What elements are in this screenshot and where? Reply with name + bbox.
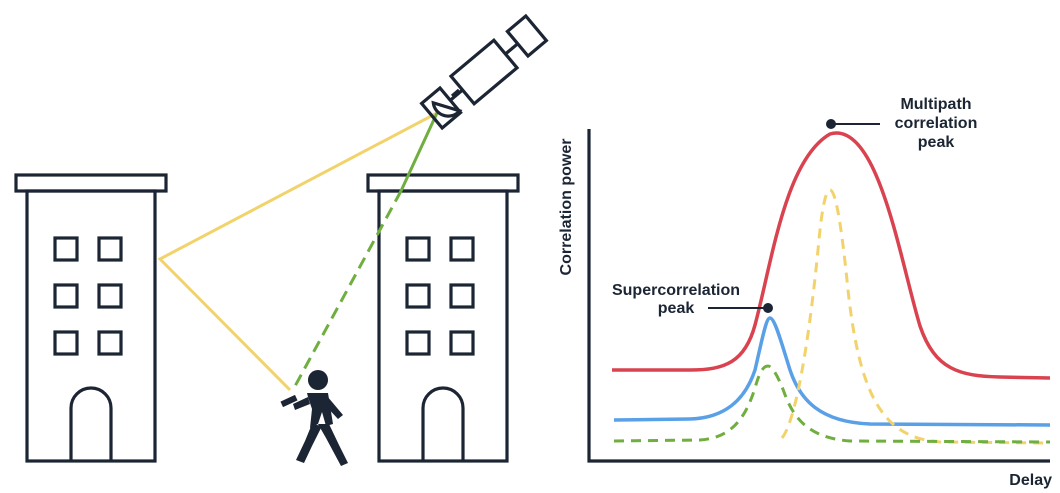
right-building-windows	[405, 236, 475, 356]
supercorrelation-peak-label-line1: Supercorrelation	[612, 282, 740, 299]
correlation-chart: Multipath correlation peak Supercorrelat…	[558, 96, 1052, 489]
yellow-dashed-curve	[780, 188, 1051, 445]
right-building-icon	[366, 173, 520, 463]
right-building-door	[421, 386, 465, 461]
multipath-correlation-curve	[612, 131, 1051, 380]
multipath-peak-marker	[826, 119, 880, 129]
supercorrelation-peak-label-line2: peak	[658, 300, 695, 317]
y-axis-label: Correlation power	[558, 139, 575, 276]
pedestrian-icon	[280, 370, 348, 466]
satellite-icon	[419, 13, 549, 131]
chart-axes	[587, 129, 1050, 463]
supercorrelation-curve	[613, 316, 1051, 427]
green-dashed-curve	[613, 364, 1051, 444]
direct-signal-path-solid	[399, 112, 439, 192]
direct-signal-path-blocked	[292, 190, 403, 389]
multipath-peak-label-line2: correlation	[895, 115, 978, 132]
left-building-icon	[14, 173, 168, 463]
reflected-signal-path	[157, 111, 438, 392]
left-building-door	[69, 386, 113, 461]
supercorrelation-peak-marker	[708, 303, 773, 313]
multipath-peak-label-line1: Multipath	[900, 96, 971, 113]
signal-paths	[157, 111, 439, 392]
x-axis-label: Delay	[1009, 472, 1052, 489]
left-building-windows	[53, 236, 123, 356]
multipath-peak-label-line3: peak	[918, 134, 955, 151]
